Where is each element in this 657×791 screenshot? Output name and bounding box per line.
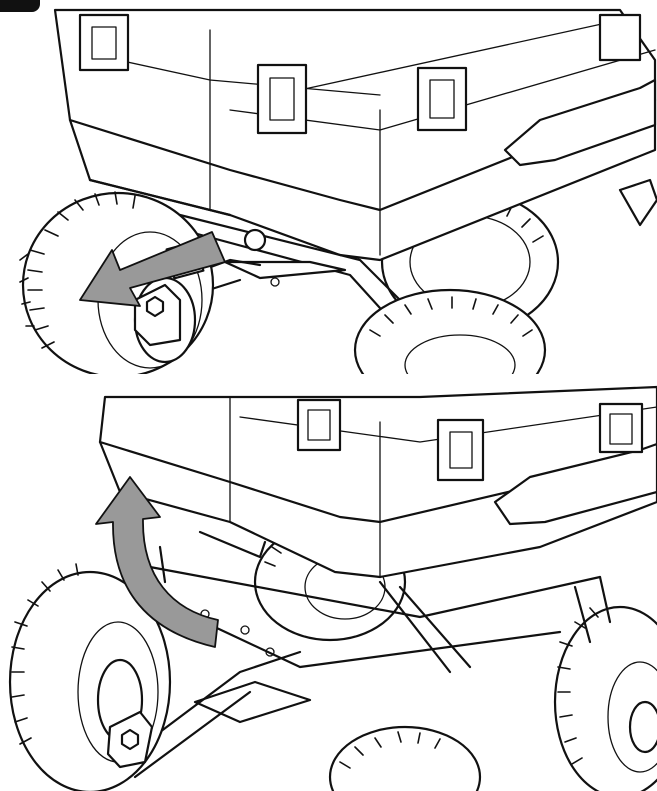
front-right-tire xyxy=(353,288,547,374)
right-tire xyxy=(553,605,657,791)
step-illustration-bottom xyxy=(0,382,657,791)
curved-arrow-up-icon xyxy=(95,476,219,648)
wagon-bed xyxy=(53,8,657,262)
straight-arrow-left-icon xyxy=(79,231,226,307)
hitch-pin-bracket xyxy=(106,710,154,769)
step-tab-marker xyxy=(0,0,40,12)
wagon-bed xyxy=(98,385,657,579)
step-illustration-top xyxy=(0,0,657,374)
wagon-underside-drawing xyxy=(19,8,657,374)
wagon-tilted-drawing xyxy=(8,385,657,791)
front-right-tire xyxy=(328,725,482,791)
